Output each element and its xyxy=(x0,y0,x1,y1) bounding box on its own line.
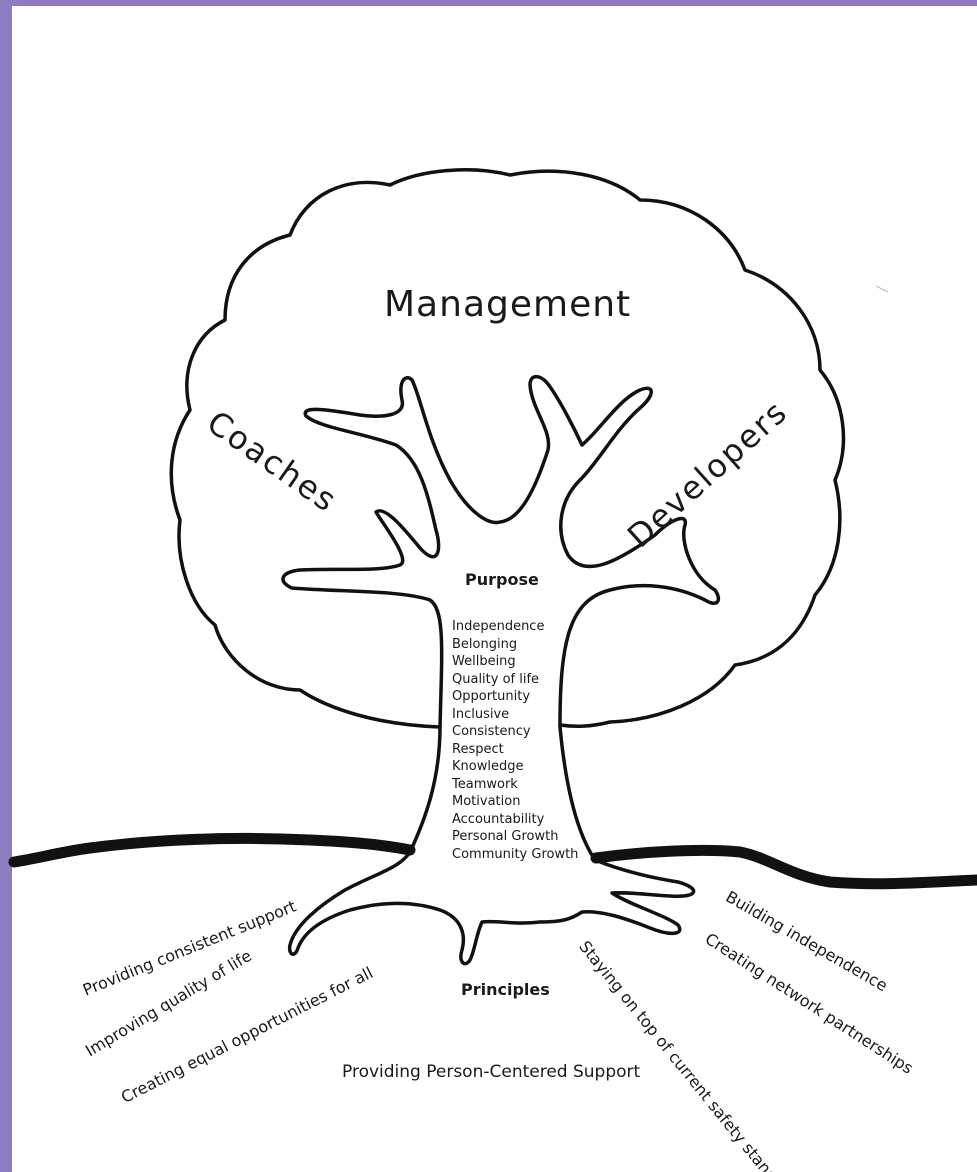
trunk-value: Inclusive xyxy=(452,706,510,722)
trunk-value: Accountability xyxy=(452,811,545,827)
trunk-value: Belonging xyxy=(452,636,518,652)
tree-trunk-outline xyxy=(281,374,721,966)
paper-sheet xyxy=(12,6,977,1172)
trunk-value: Wellbeing xyxy=(452,654,516,669)
root-label-person-centered: Providing Person-Centered Support xyxy=(342,1062,641,1082)
roots-heading: Principles xyxy=(461,980,550,999)
trunk-value: Independence xyxy=(452,619,545,634)
trunk-value: Opportunity xyxy=(452,689,531,704)
trunk-value: Personal Growth xyxy=(452,829,559,844)
ground-line-right xyxy=(590,844,977,890)
crown-label: Management xyxy=(384,284,632,325)
paper-speck xyxy=(875,285,889,293)
ground-line-left xyxy=(8,832,416,868)
trunk-heading: Purpose xyxy=(465,570,539,589)
trunk-value: Knowledge xyxy=(452,759,524,774)
tree-crown-outline xyxy=(169,168,846,729)
frame-border-top xyxy=(0,0,977,6)
frame-border-left xyxy=(0,0,12,1172)
trunk-value: Respect xyxy=(452,741,504,757)
trunk-value: Motivation xyxy=(452,794,521,809)
trunk-value: Community Growth xyxy=(452,846,579,862)
trunk-value: Consistency xyxy=(452,724,531,739)
trunk-value: Quality of life xyxy=(452,671,540,687)
trunk-values-list: Independence Belonging Wellbeing Quality… xyxy=(452,618,578,863)
trunk-value: Teamwork xyxy=(452,776,518,792)
